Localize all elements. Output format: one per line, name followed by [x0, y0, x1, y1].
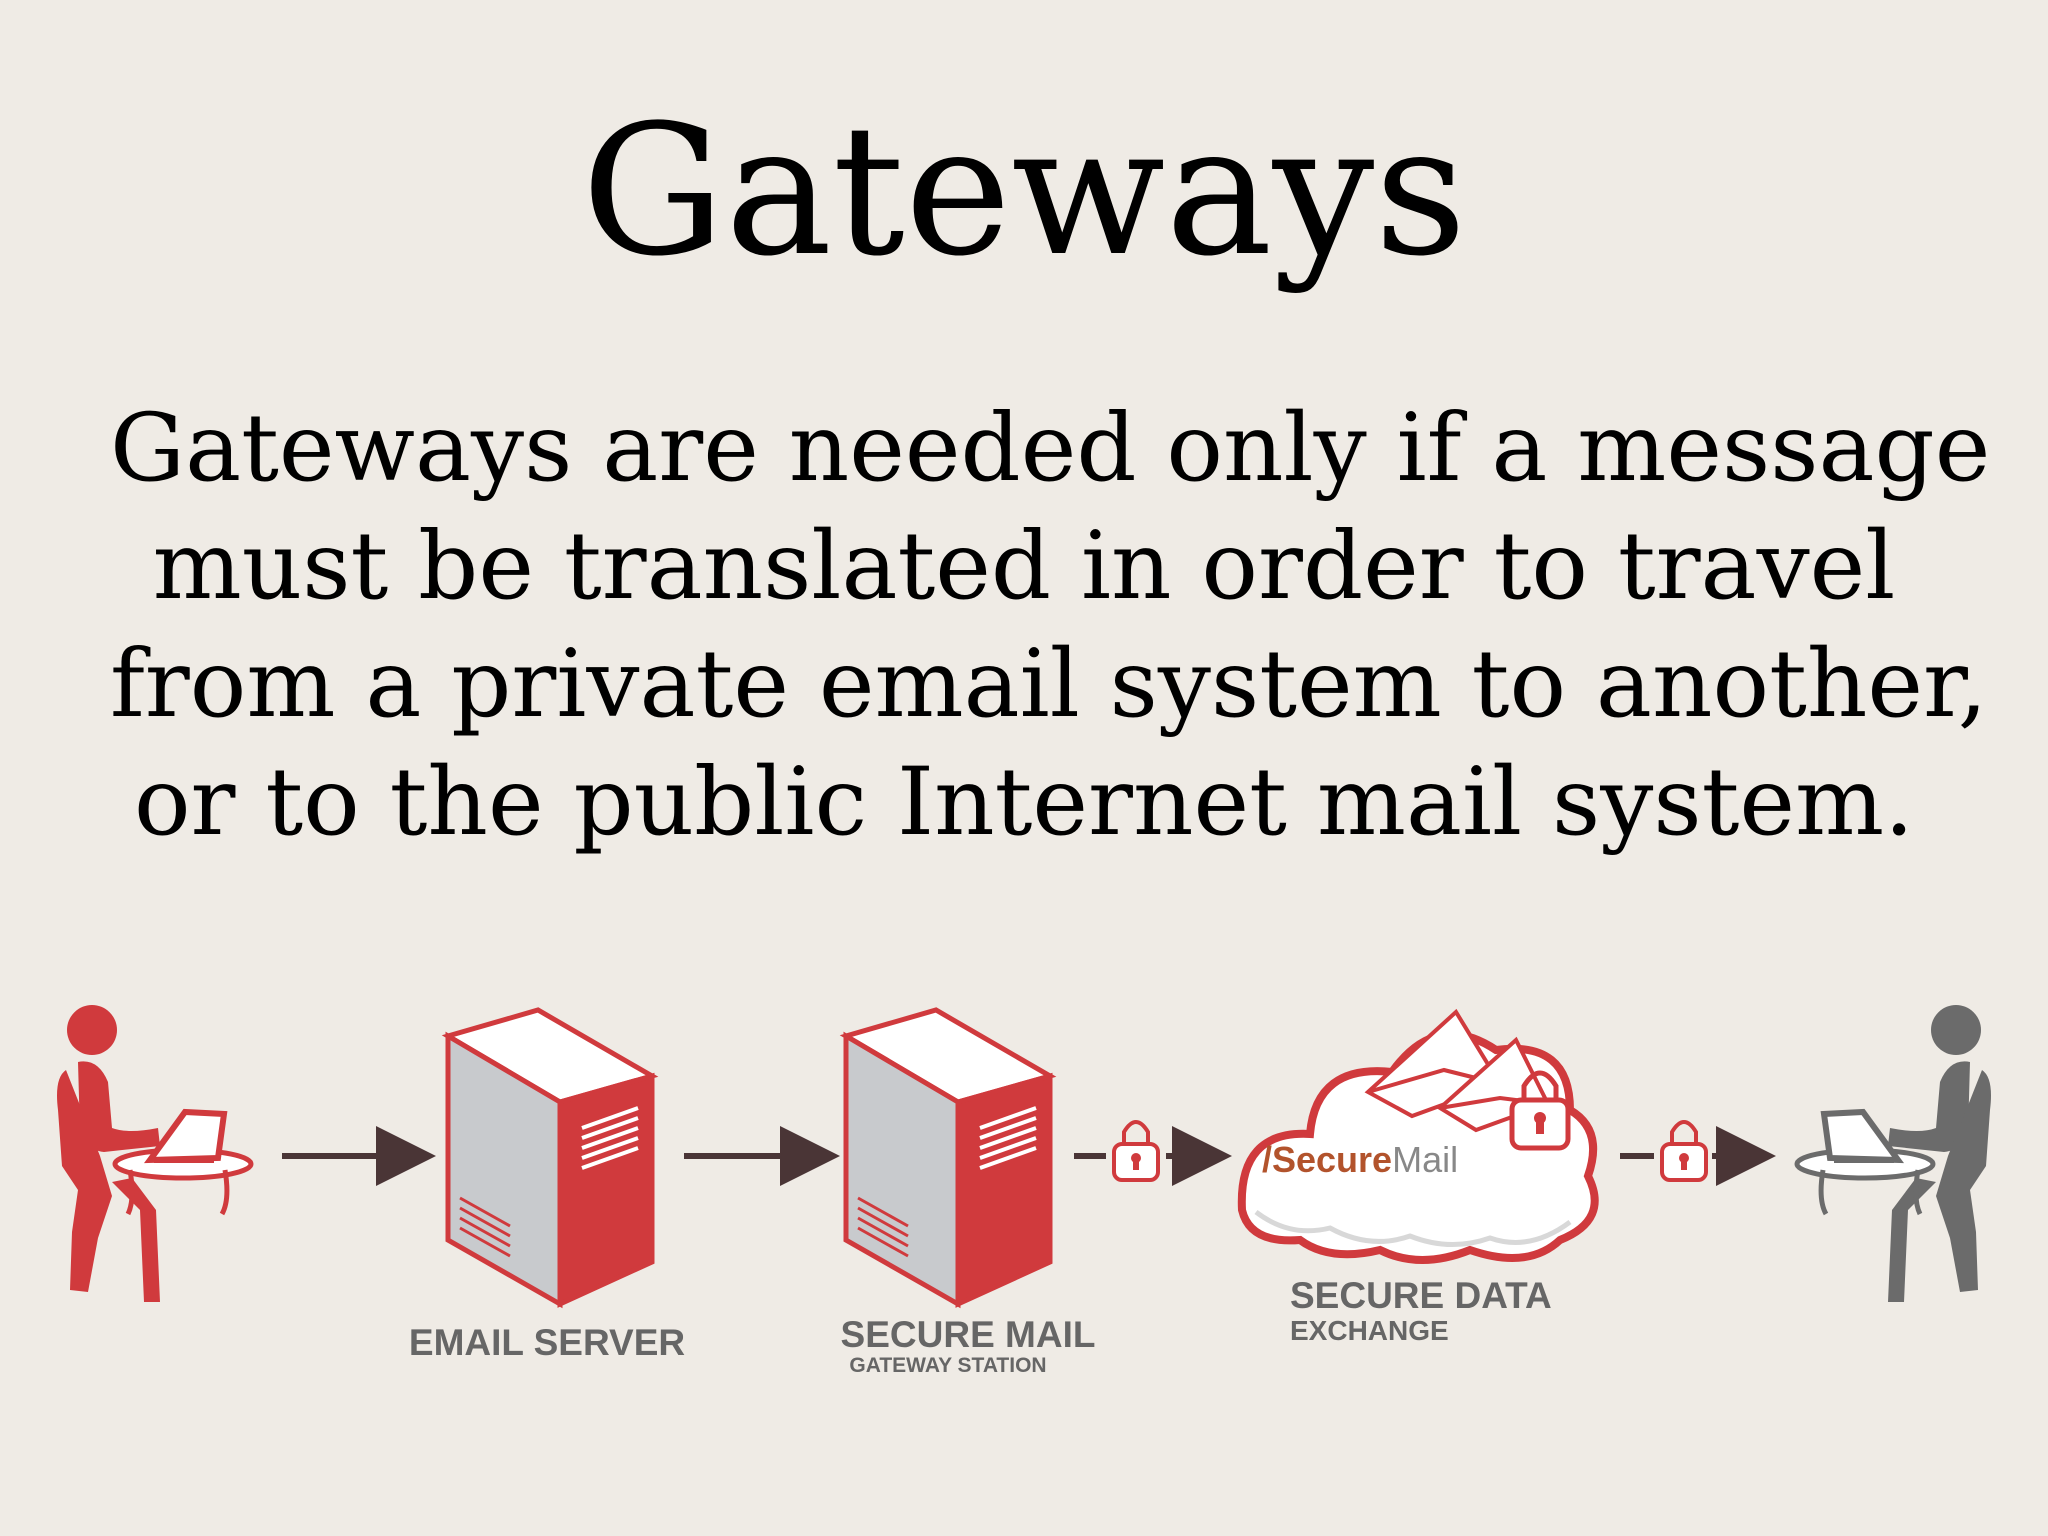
cloud-brand-suffix: Mail: [1392, 1139, 1458, 1180]
gateway-server-icon: [839, 1007, 1057, 1309]
gateway-label: SECURE MAIL: [841, 1314, 1096, 1355]
email-server-icon: [441, 1007, 659, 1309]
cloud-brand-prefix: /Secure: [1262, 1139, 1392, 1180]
email-flow-diagram: EMAIL SERVER SECURE MAIL GATEWAY STATION: [57, 1005, 1991, 1377]
recipient-person-icon: [1794, 1005, 1991, 1302]
email-server-label: EMAIL SERVER: [409, 1322, 685, 1363]
body-line-2: must be translated in order to travel: [152, 512, 1896, 621]
padlock-icon: [1660, 1120, 1708, 1182]
body-line-4: or to the public Internet mail system.: [133, 748, 1915, 857]
padlock-icon: [1112, 1120, 1160, 1182]
gateway-sublabel: GATEWAY STATION: [849, 1354, 1046, 1377]
slide-body: Gateways are needed only if a message mu…: [110, 390, 1991, 862]
body-line-3: from a private email system to another,: [110, 630, 1988, 739]
locked-link-1: [1074, 1120, 1232, 1186]
body-line-1: Gateways are needed only if a message: [110, 394, 1991, 503]
exchange-label: SECURE DATA: [1290, 1275, 1552, 1316]
padlock-icon: [1509, 1070, 1571, 1151]
locked-link-2: [1620, 1120, 1776, 1186]
sender-person-icon: [57, 1005, 254, 1302]
slide-title: Gateways: [581, 87, 1467, 296]
cloud-brand: /SecureMail: [1262, 1139, 1458, 1180]
exchange-sublabel: EXCHANGE: [1290, 1315, 1449, 1346]
secure-mail-cloud-icon: /SecureMail: [1237, 1008, 1599, 1264]
